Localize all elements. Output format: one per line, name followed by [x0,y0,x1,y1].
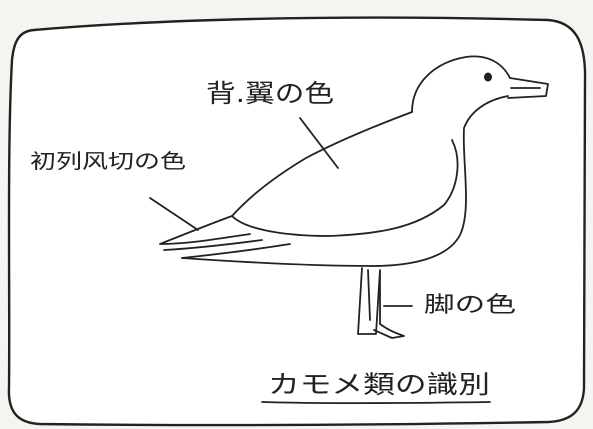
gull-body-outline [371,55,511,267]
gull-belly [181,257,373,267]
gull-wing [231,139,459,237]
label-leg-color: 脚の色 [424,293,516,318]
leader-back-wing [299,117,339,169]
leader-primaries [149,197,199,231]
label-back-wing-color: 背.翼の色 [206,79,334,108]
title-underline [261,401,491,405]
gull-beak [507,77,549,99]
gull-eye [484,72,492,82]
label-primaries-color: 初列风切の色 [30,149,186,173]
gull-legs [357,267,405,339]
gull-drawing [149,55,549,405]
gull-primaries [159,215,291,259]
sketch-frame [7,16,587,427]
gull-back-line [231,111,413,217]
diagram-title: カモメ類の識別 [268,370,490,399]
